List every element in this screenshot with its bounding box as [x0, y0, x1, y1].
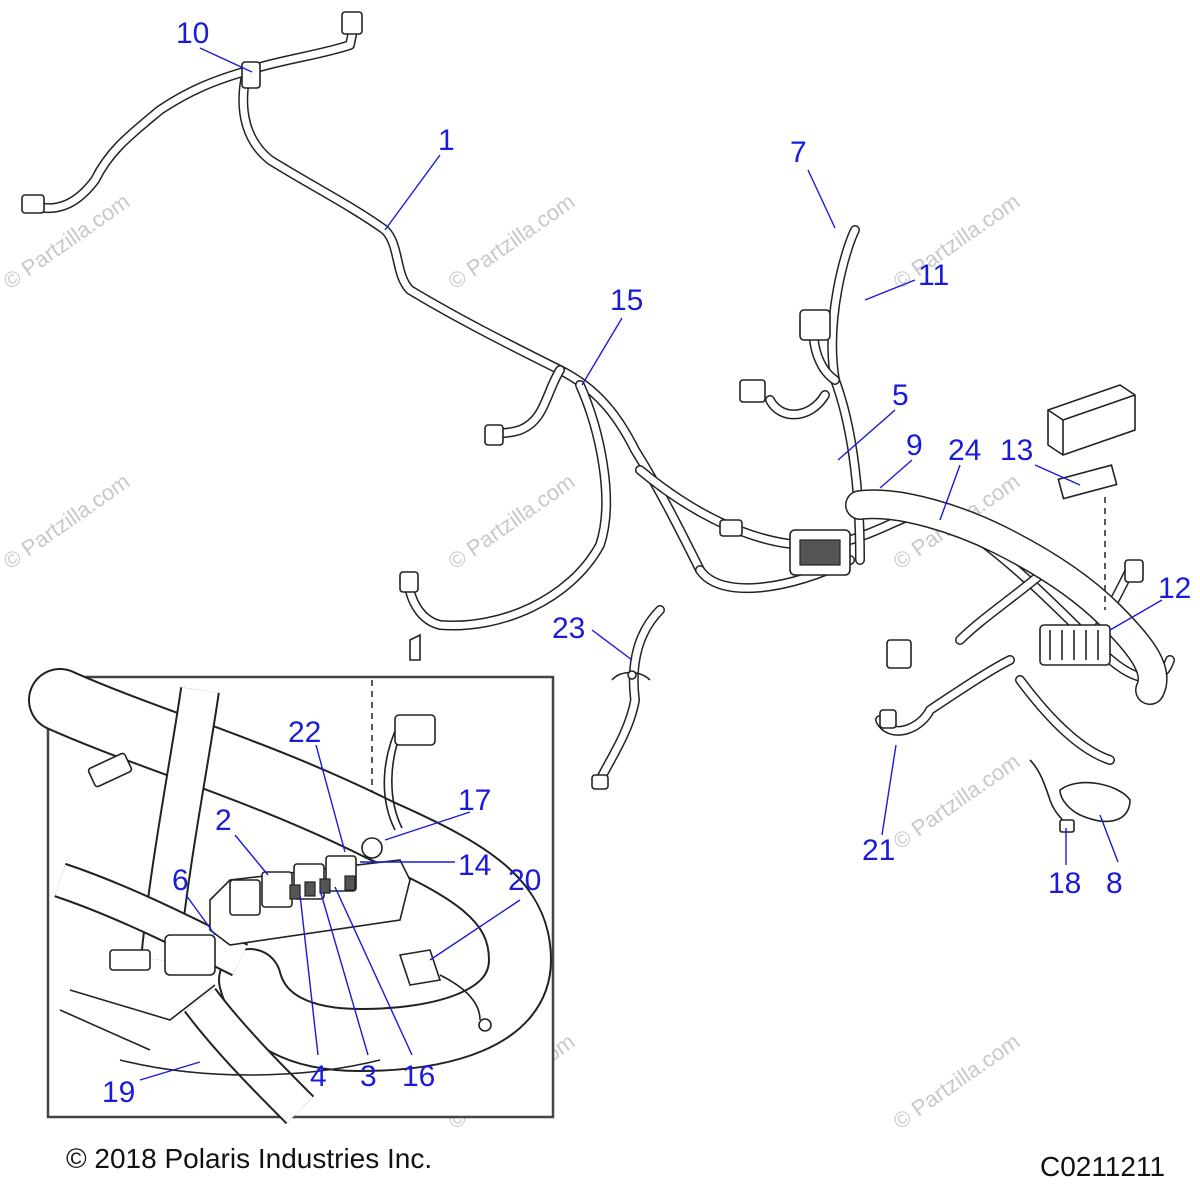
watermark: © Partzilla.com	[889, 749, 1025, 855]
main-harness	[21, 11, 1175, 833]
callout-7: 7	[790, 136, 807, 169]
callout-18: 18	[1048, 867, 1081, 900]
callout-1: 1	[438, 124, 455, 157]
callout-10: 10	[176, 17, 209, 50]
callout-5: 5	[892, 379, 909, 412]
callout-20: 20	[508, 864, 541, 897]
callout-21: 21	[862, 834, 895, 867]
callout-6: 6	[172, 864, 189, 897]
leader-lines	[139, 47, 1163, 1081]
callout-9: 9	[906, 429, 923, 462]
callout-22: 22	[288, 716, 321, 749]
callout-23: 23	[552, 612, 585, 645]
callout-3: 3	[360, 1060, 377, 1093]
callout-16: 16	[402, 1060, 435, 1093]
callout-12: 12	[1158, 572, 1191, 605]
watermark: © Partzilla.com	[0, 469, 134, 575]
copyright-text: © 2018 Polaris Industries Inc.	[66, 1143, 432, 1174]
callout-17: 17	[458, 784, 491, 817]
callout-4: 4	[310, 1060, 327, 1093]
callout-8: 8	[1106, 867, 1123, 900]
callout-15: 15	[610, 284, 643, 317]
callout-2: 2	[215, 804, 232, 837]
watermark: © Partzilla.com	[444, 189, 580, 295]
callout-14: 14	[458, 849, 491, 882]
watermark: © Partzilla.com	[444, 469, 580, 575]
callout-24: 24	[948, 434, 981, 467]
figure-code: C0211211	[1040, 1151, 1165, 1182]
callout-13: 13	[1000, 434, 1033, 467]
callout-labels: 1 2 3 4 5 6 7 8 9 10 11 12 13 14 15 16 1…	[102, 17, 1191, 1109]
callout-11: 11	[918, 259, 949, 292]
watermark: © Partzilla.com	[889, 189, 1025, 295]
detail-inset	[28, 668, 555, 1125]
callout-19: 19	[102, 1076, 135, 1109]
watermark: © Partzilla.com	[889, 1029, 1025, 1135]
